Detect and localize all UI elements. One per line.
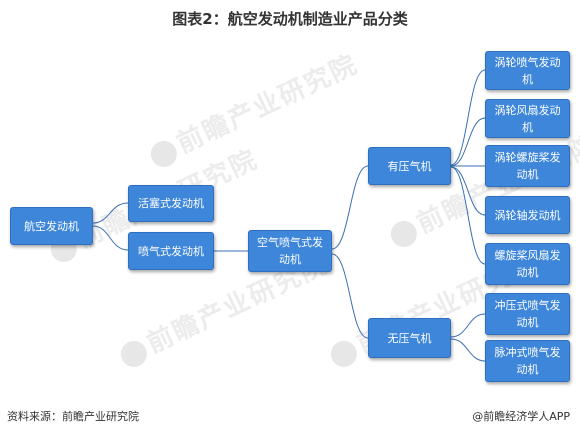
node-turbofan: 涡轮风扇发动机	[485, 99, 570, 138]
node-with-compressor: 有压气机	[368, 147, 451, 185]
node-propfan: 螺旋桨风扇发动机	[485, 243, 570, 285]
node-turboshaft: 涡轮轴发动机	[485, 196, 570, 234]
link-with-turboshaft	[450, 166, 486, 216]
link-airbreathing-without	[331, 253, 369, 339]
node-without-compressor: 无压气机	[368, 318, 451, 358]
node-ramjet: 冲压式喷气发动机	[485, 293, 570, 335]
link-root-jet	[92, 225, 129, 251]
link-root-piston	[92, 202, 129, 224]
link-airbreathing-with	[331, 165, 369, 250]
node-pulsejet: 脉冲式喷气发动机	[485, 340, 570, 382]
source-note: 资料来源：前瞻产业研究院	[7, 410, 139, 423]
node-piston-engine: 活塞式发动机	[128, 185, 214, 222]
link-with-propfan	[450, 166, 486, 265]
link-with-turbojet	[450, 69, 486, 166]
credit-note: @前瞻经济学人APP	[472, 410, 570, 423]
chart-title: 图表2：航空发动机制造业产品分类	[172, 10, 408, 28]
node-air-breathing-jet-engine: 空气喷气式发动机	[248, 230, 332, 272]
link-without-pulsejet	[450, 338, 486, 362]
node-turbojet: 涡轮喷气发动机	[485, 51, 570, 90]
link-with-turbofan	[450, 117, 486, 167]
node-aero-engine: 航空发动机	[10, 207, 93, 245]
node-jet-engine: 喷气式发动机	[128, 232, 214, 270]
link-without-ramjet	[450, 313, 486, 338]
node-turboprop: 涡轮螺旋桨发动机	[485, 145, 570, 187]
